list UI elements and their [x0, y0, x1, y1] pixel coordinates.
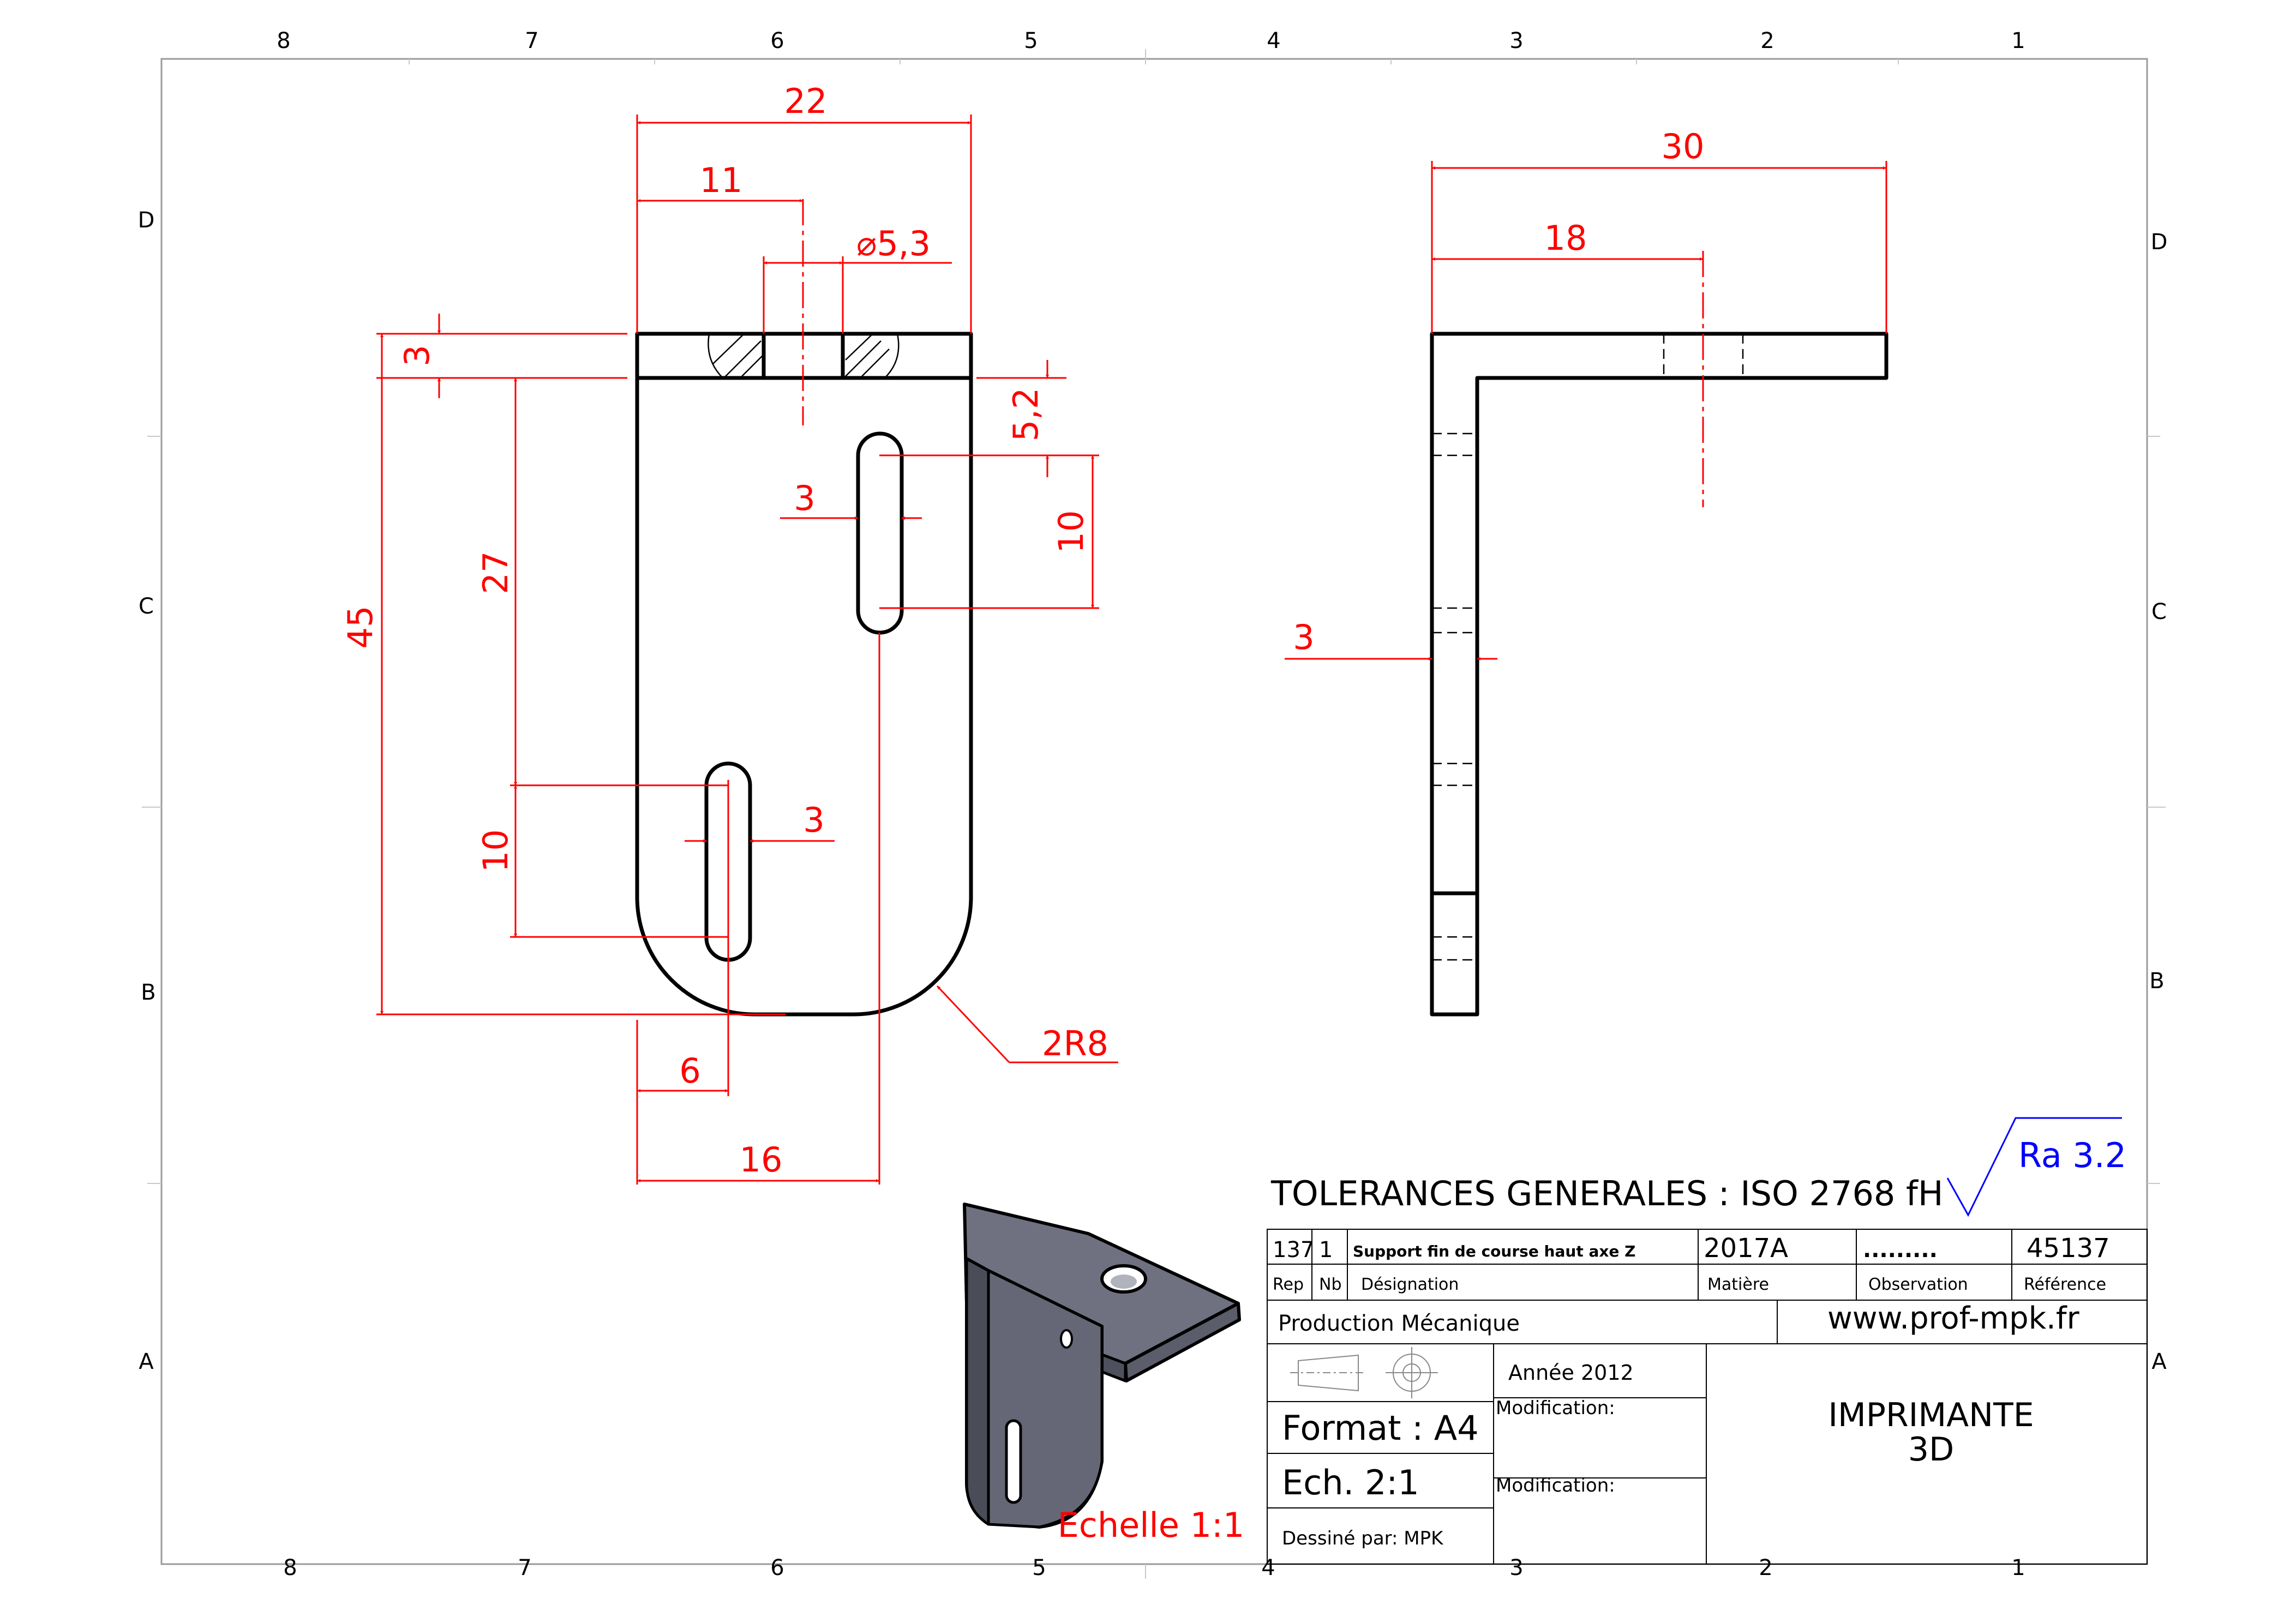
header-rep: Rep — [1273, 1275, 1304, 1294]
dim-radius: 2R8 — [1042, 1024, 1108, 1063]
header-reference: Référence — [2024, 1275, 2106, 1294]
row-left-b: B — [141, 980, 155, 1005]
zone-bottom-4: 4 — [1261, 1555, 1275, 1580]
hatch-boundary-left — [708, 333, 723, 378]
dim-upper-slot-x: 16 — [740, 1140, 783, 1180]
row-right-a: A — [2151, 1349, 2167, 1374]
isometric-view: Echelle 1:1 — [963, 1203, 1245, 1545]
header-observation: Observation — [1868, 1275, 1968, 1294]
paper-format: Format : A4 — [1282, 1408, 1479, 1448]
year: Année 2012 — [1508, 1361, 1634, 1385]
zone-bottom-6: 6 — [770, 1555, 784, 1580]
row-right-b: B — [2149, 969, 2164, 994]
drawing-title-line-2: 3D — [1908, 1430, 1954, 1469]
dim-lower-slot-width: 3 — [803, 800, 824, 840]
zone-top-6: 6 — [770, 28, 784, 53]
projection-symbol-icon — [1290, 1347, 1438, 1398]
zone-bottom-1: 1 — [2011, 1555, 2025, 1580]
dim-side-hole-offset: 18 — [1544, 218, 1587, 258]
part-rep: 137 — [1273, 1237, 1314, 1263]
dim-width-total: 22 — [784, 81, 828, 121]
dim-hole-offset: 11 — [700, 160, 743, 200]
zone-top-4: 4 — [1267, 28, 1280, 53]
iso-scale-label: Echelle 1:1 — [1058, 1505, 1245, 1545]
front-view — [635, 199, 973, 1185]
zone-bottom-8: 8 — [283, 1555, 297, 1580]
dim-overall-height: 45 — [340, 606, 380, 649]
dim-side-thickness: 3 — [1293, 617, 1314, 657]
zone-bottom-2: 2 — [1759, 1555, 1772, 1580]
dim-upper-slot-width: 3 — [794, 478, 815, 518]
modification-2: Modification: — [1496, 1475, 1615, 1496]
general-tolerances: TOLERANCES GENERALES : ISO 2768 fH — [1270, 1174, 1944, 1213]
side-view-dimensions: 30 18 3 — [1285, 127, 1887, 660]
sheet-frame — [142, 49, 2166, 1579]
zone-bottom-3: 3 — [1509, 1555, 1523, 1580]
part-material: 2017A — [1704, 1233, 1788, 1264]
dim-lower-slot-position: 27 — [476, 551, 515, 594]
drawn-by: Dessiné par: MPK — [1282, 1528, 1444, 1549]
zone-top-2: 2 — [1760, 28, 1774, 53]
modification-1: Modification: — [1496, 1397, 1615, 1419]
title-block: TOLERANCES GENERALES : ISO 2768 fH Ra 3.… — [1267, 1117, 2148, 1565]
side-view — [1430, 251, 1889, 1017]
zone-bottom-7: 7 — [518, 1555, 531, 1580]
zone-labels-bottom: 8 7 6 5 4 3 2 1 — [283, 1555, 2025, 1580]
dim-lower-slot-x: 6 — [679, 1051, 700, 1091]
front-view-outline — [635, 332, 973, 1017]
zone-labels-rows: D C B A D C B A — [138, 208, 2168, 1374]
dim-thickness: 3 — [397, 345, 437, 366]
zone-bottom-5: 5 — [1032, 1555, 1046, 1580]
part-nb: 1 — [1319, 1237, 1333, 1263]
dim-side-length: 30 — [1662, 127, 1705, 166]
zone-top-3: 3 — [1509, 28, 1523, 53]
zone-top-5: 5 — [1024, 28, 1038, 53]
dim-hole-diameter: ⌀5,3 — [856, 224, 931, 263]
row-left-d: D — [138, 208, 155, 233]
part-observation: ......... — [1863, 1237, 1938, 1263]
part-designation: Support fin de course haut axe Z — [1353, 1242, 1635, 1260]
header-material: Matière — [1707, 1275, 1769, 1294]
hatch-boundary-right — [884, 333, 900, 378]
row-right-d: D — [2151, 230, 2168, 255]
website: www.prof-mpk.fr — [1827, 1301, 2080, 1336]
drawing-scale: Ech. 2:1 — [1282, 1463, 1419, 1502]
drawing-title-line-1: IMPRIMANTE — [1828, 1396, 2034, 1434]
zone-top-7: 7 — [525, 28, 538, 53]
section-hatching — [712, 334, 890, 377]
header-nb: Nb — [1319, 1275, 1341, 1294]
header-designation: Désignation — [1361, 1275, 1459, 1294]
zone-top-8: 8 — [277, 28, 290, 53]
front-view-dimensions: 22 11 ⌀5,3 3 45 27 10 3 — [340, 81, 1118, 1185]
dim-upper-slot-length: 10 — [1051, 510, 1091, 554]
roughness-value: Ra 3.2 — [2018, 1135, 2126, 1175]
row-left-a: A — [139, 1349, 154, 1374]
zone-labels-top: 8 7 6 5 4 3 2 1 — [277, 28, 2025, 53]
department: Production Mécanique — [1278, 1311, 1520, 1336]
part-reference: 45137 — [2027, 1233, 2110, 1264]
iso-leg-slot — [1005, 1419, 1022, 1504]
upper-slot — [856, 431, 904, 635]
zone-top-1: 1 — [2011, 28, 2025, 53]
side-view-outline — [1430, 332, 1889, 1017]
roughness-symbol — [1946, 1117, 2122, 1217]
row-left-c: C — [139, 594, 154, 619]
row-right-c: C — [2151, 599, 2167, 624]
dim-upper-slot-offset: 5,2 — [1006, 388, 1046, 442]
dim-lower-slot-length: 10 — [476, 829, 515, 873]
